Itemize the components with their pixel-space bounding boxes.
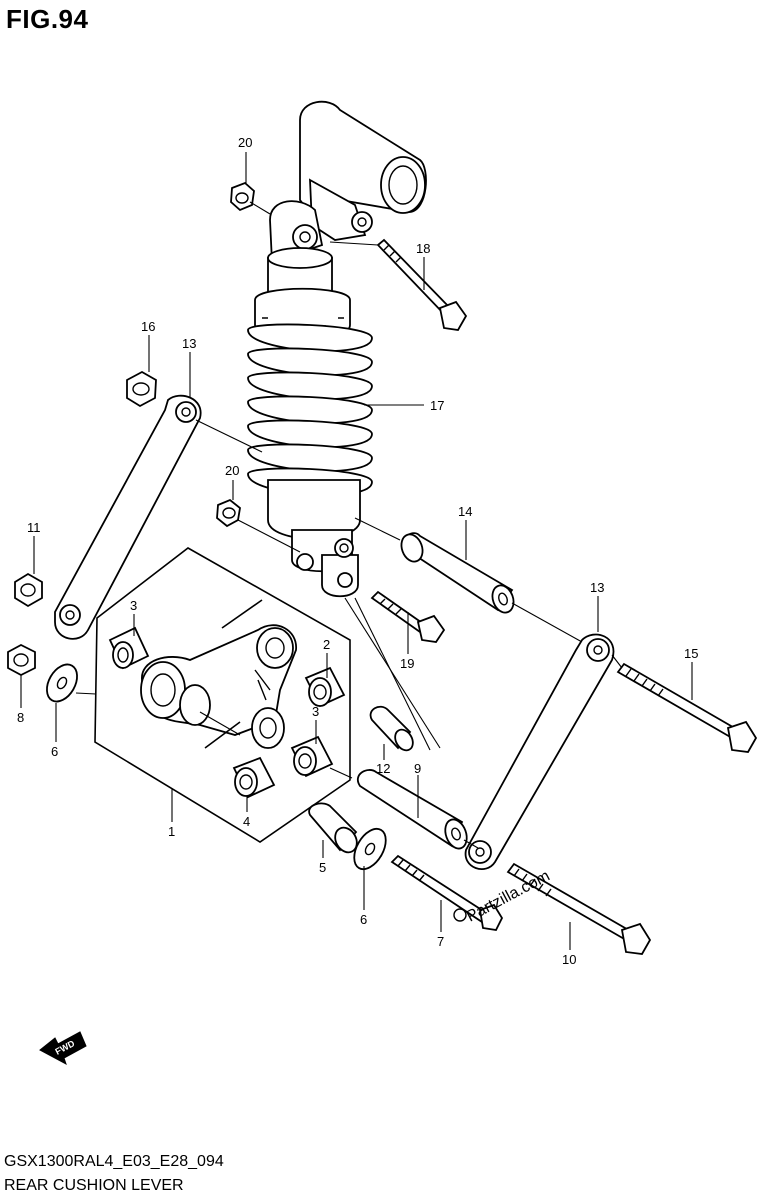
washer-6-right <box>353 827 387 871</box>
callout-14: 14 <box>458 504 472 519</box>
spring-coil <box>247 443 373 472</box>
bolt-19 <box>370 590 446 643</box>
spring-coil <box>247 347 373 376</box>
fwd-arrow-icon: FWD <box>39 1031 87 1066</box>
washer-6-left <box>46 663 97 703</box>
figure-title: FIG.94 <box>6 4 89 34</box>
bolt-7 <box>390 854 504 931</box>
bolt-15 <box>611 654 758 753</box>
nut-8 <box>7 643 36 677</box>
nut-20-top <box>230 181 271 215</box>
spring-coil <box>247 395 373 424</box>
spacer-14 <box>354 517 583 643</box>
callout-2: 2 <box>323 637 330 652</box>
callout-leaders <box>20 152 693 950</box>
callout-11: 11 <box>27 520 41 535</box>
callout-19: 19 <box>400 656 414 671</box>
spring-coil <box>247 371 373 400</box>
bolt-18 <box>329 238 468 331</box>
callout-9: 9 <box>414 761 421 776</box>
bushing-2 <box>304 666 346 708</box>
cushion-rod-13-right <box>464 633 615 870</box>
callout-10: 10 <box>562 952 576 967</box>
callout-13-left: 13 <box>182 336 196 351</box>
nut-20-middle <box>216 498 301 553</box>
watermark-text: Partzilla.com <box>464 868 553 926</box>
cushion-rod-13-left <box>54 394 263 640</box>
callout-15: 15 <box>684 646 698 661</box>
callout-6-left: 6 <box>51 744 58 759</box>
bearing-3-upper <box>108 626 150 670</box>
callout-6-right: 6 <box>360 912 367 927</box>
nut-11 <box>14 572 43 608</box>
callout-8: 8 <box>17 710 24 725</box>
callout-labels: 20 18 16 13 17 20 11 14 13 3 15 2 19 8 3… <box>17 135 698 967</box>
collar-5 <box>308 802 358 854</box>
bearing-3-lower <box>290 735 353 779</box>
callout-20-middle: 20 <box>225 463 239 478</box>
spring-coil <box>247 419 373 448</box>
callout-12: 12 <box>376 761 390 776</box>
watermark: Partzilla.com <box>453 868 553 926</box>
callout-3-lower: 3 <box>312 704 319 719</box>
callout-16: 16 <box>141 319 155 334</box>
nut-16 <box>126 370 157 408</box>
shock-spring <box>247 323 373 496</box>
cushion-lever-assembly-1 <box>94 547 351 843</box>
callout-13-right: 13 <box>590 580 604 595</box>
bushing-12 <box>369 705 414 752</box>
callout-20-top: 20 <box>238 135 252 150</box>
callout-7: 7 <box>437 934 444 949</box>
bearing-4 <box>232 756 276 799</box>
callout-17: 17 <box>430 398 444 413</box>
shock-top-mount <box>269 100 427 264</box>
spacer-9 <box>357 769 479 850</box>
model-code: GSX1300RAL4_E03_E28_094 <box>4 1153 224 1170</box>
callout-3-upper: 3 <box>130 598 137 613</box>
callout-4: 4 <box>243 814 250 829</box>
spring-coil <box>247 323 373 352</box>
callout-18: 18 <box>416 241 430 256</box>
diagram-name: REAR CUSHION LEVER <box>4 1177 184 1194</box>
shock-absorber <box>247 247 373 598</box>
callout-1: 1 <box>168 824 175 839</box>
callout-5: 5 <box>319 860 326 875</box>
bolt-10 <box>506 862 652 955</box>
